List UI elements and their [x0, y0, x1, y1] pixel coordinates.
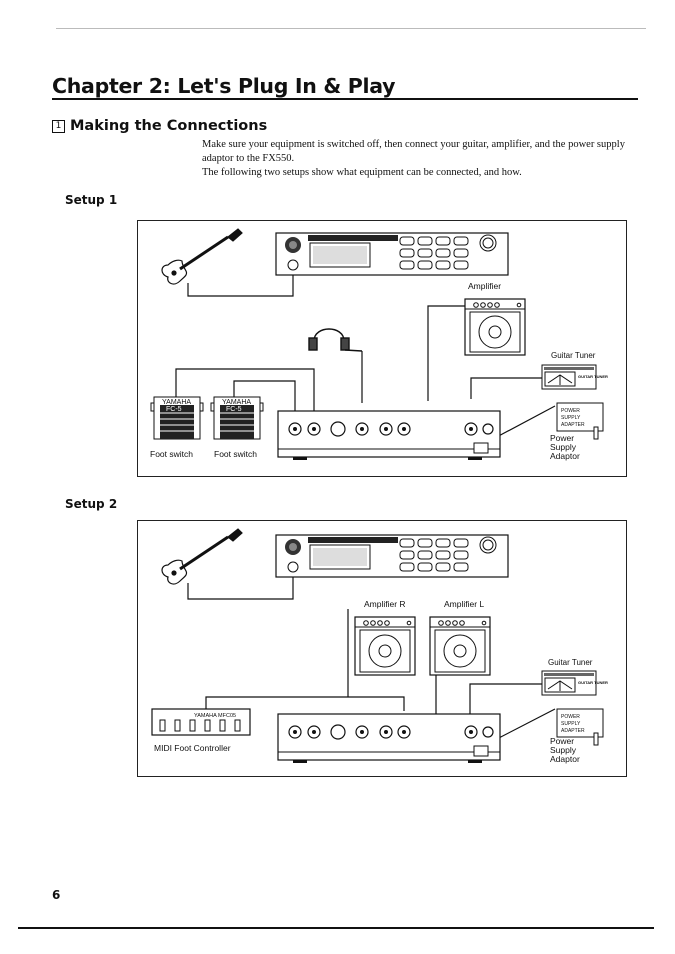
- intro-paragraph-1: Make sure your equipment is switched off…: [202, 139, 625, 164]
- power-supply-label-1: Power: [550, 736, 574, 746]
- setup1-diagram: Amplifier YAMAHA FC-5 Foot switch YAMAHA…: [137, 220, 627, 477]
- setup2-cables: [187, 573, 556, 742]
- bottom-rule: [18, 927, 654, 929]
- midi-foot-controller-label: MIDI Foot Controller: [154, 743, 231, 753]
- chapter-rule: [52, 98, 638, 100]
- setup1-label: Setup 1: [65, 193, 118, 207]
- power-supply-label-3: Adaptor: [550, 451, 580, 461]
- power-supply-adaptor: POWER SUPPLY ADAPTER: [556, 708, 604, 746]
- adaptor-text-3: ADAPTER: [561, 422, 585, 428]
- section-number: 1: [52, 119, 65, 133]
- footswitch-right-label: Foot switch: [214, 449, 257, 459]
- amplifier-r-label: Amplifier R: [364, 599, 406, 609]
- guitar-tuner: GUITAR TUNER: [541, 364, 608, 390]
- footswitch-left-model: FC-5: [166, 406, 182, 413]
- adaptor-text-3: ADAPTER: [561, 728, 585, 734]
- power-supply-adaptor: POWER SUPPLY ADAPTER: [556, 402, 604, 440]
- footswitch-left-brand: YAMAHA: [162, 399, 191, 406]
- footswitch-right-model: FC-5: [226, 406, 242, 413]
- amplifier-l: [429, 616, 491, 676]
- top-rule: [56, 28, 646, 29]
- setup1-cables: [175, 273, 556, 440]
- guitar-icon: [161, 228, 243, 285]
- fx550-unit: [275, 534, 509, 578]
- mfc-model-text: YAMAHA MFC05: [194, 713, 236, 719]
- guitar-tuner-text: GUITAR TUNER: [578, 374, 608, 379]
- intro-text: Make sure your equipment is switched off…: [202, 138, 642, 180]
- power-supply-label-3: Adaptor: [550, 754, 580, 764]
- power-supply-label-2: Supply: [550, 745, 577, 755]
- guitar-tuner: GUITAR TUNER: [541, 670, 608, 696]
- adaptor-text-2: SUPPLY: [561, 721, 581, 727]
- amplifier-r: [354, 616, 416, 676]
- adaptor-text-2: SUPPLY: [561, 415, 581, 421]
- guitar-tuner-label: Guitar Tuner: [548, 658, 593, 667]
- guitar-icon: [161, 528, 243, 585]
- footswitch-left-label: Foot switch: [150, 449, 193, 459]
- midi-foot-controller: YAMAHA MFC05: [151, 708, 251, 736]
- headphones-icon: [308, 328, 363, 352]
- footswitch-left: YAMAHA FC-5: [150, 396, 204, 440]
- fx550-rear-panel: [277, 410, 501, 460]
- guitar-tuner-text: GUITAR TUNER: [578, 680, 608, 685]
- page-number: 6: [52, 888, 61, 902]
- footswitch-right-brand: YAMAHA: [222, 399, 251, 406]
- adaptor-text-1: POWER: [561, 714, 580, 720]
- amplifier-l-label: Amplifier L: [444, 599, 484, 609]
- guitar-tuner-label: Guitar Tuner: [551, 351, 596, 360]
- power-supply-label-1: Power: [550, 433, 574, 443]
- section-title: Making the Connections: [70, 118, 268, 134]
- intro-paragraph-2: The following two setups show what equip…: [202, 167, 522, 178]
- section-heading: 1 Making the Connections: [52, 118, 267, 134]
- fx550-unit: [275, 232, 509, 276]
- amplifier: [464, 298, 526, 356]
- amplifier-label: Amplifier: [468, 281, 501, 291]
- setup2-label: Setup 2: [65, 497, 118, 511]
- power-supply-label-2: Supply: [550, 442, 577, 452]
- adaptor-text-1: POWER: [561, 408, 580, 414]
- footswitch-right: YAMAHA FC-5: [210, 396, 264, 440]
- fx550-rear-panel: [277, 713, 501, 763]
- setup2-diagram: Amplifier R Amplifier L YAMAHA MFC05 MID…: [137, 520, 627, 777]
- chapter-title: Chapter 2: Let's Plug In & Play: [52, 74, 396, 98]
